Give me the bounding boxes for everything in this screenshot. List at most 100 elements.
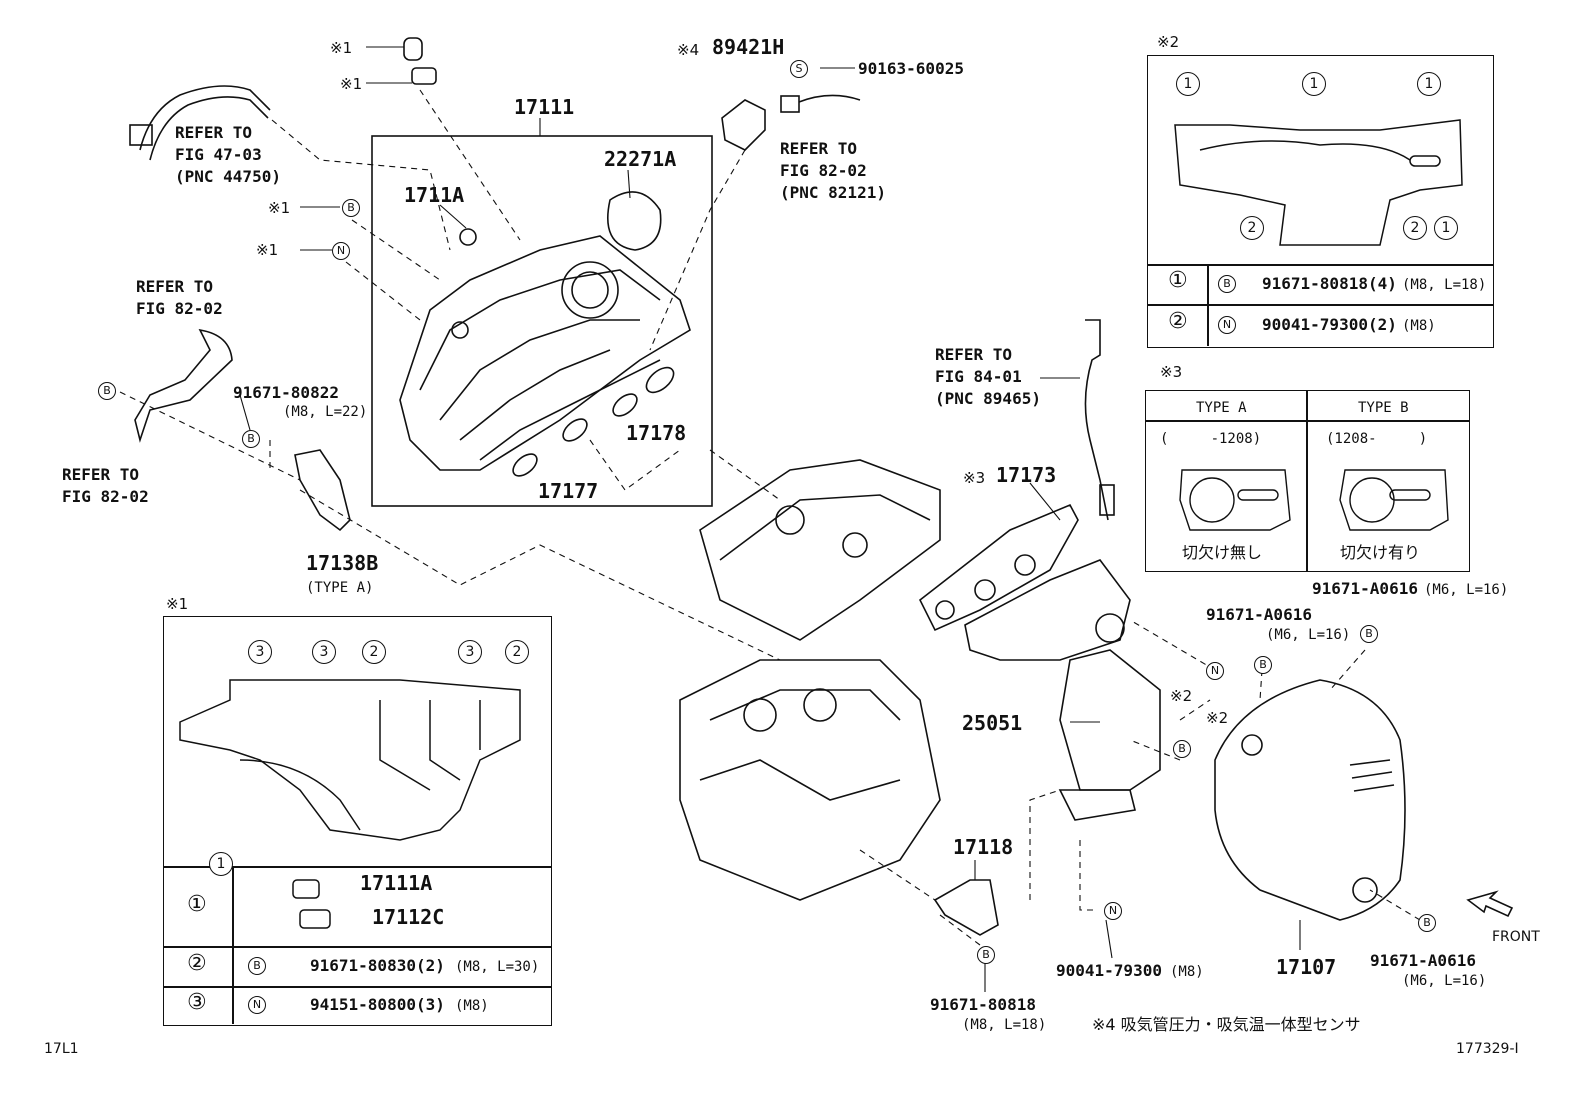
refer2-line1: REFER TO <box>780 139 858 158</box>
part-17173: 17173 <box>996 463 1057 487</box>
box1-row1-part-b: 17112C <box>372 905 445 929</box>
mark-x1-a: ※1 <box>330 39 353 57</box>
part-1711A: 1711A <box>404 183 465 207</box>
mark-x2-b: ※2 <box>1206 709 1229 727</box>
refer1-line2: FIG 47-03 <box>175 145 262 164</box>
box2-row1-spec: (M8, L=18) <box>1402 277 1487 293</box>
part-89421H: 89421H <box>712 35 785 59</box>
part-22271A: 22271A <box>604 147 677 171</box>
part-17178: 17178 <box>626 421 687 445</box>
box1-callout-3b: 3 <box>312 640 336 664</box>
box3-range-b: (1208- ) <box>1326 431 1428 447</box>
mark-x3: ※3 <box>963 469 986 487</box>
refer5-line2: FIG 84-01 <box>935 367 1022 386</box>
seal-1711A-drawing <box>459 228 477 246</box>
part-91671-80822-spec: (M8, L=22) <box>283 404 368 420</box>
part-91671-A0616-a-spec: (M6, L=16) <box>1424 582 1509 598</box>
box1-row2-num: ② <box>187 951 207 976</box>
box1-row3-part: 94151-80800(3) <box>310 995 445 1014</box>
refer5-line1: REFER TO <box>935 345 1013 364</box>
box3-note-b: 切欠け有り <box>1340 543 1421 562</box>
box2-row2-num: ② <box>1168 309 1188 334</box>
box1-row1-part-a: 17111A <box>360 871 433 895</box>
box1-row3-spec: (M8) <box>455 998 489 1014</box>
mark-n-exh: N <box>1206 662 1224 680</box>
box2-row1-part: 91671-80818(4) <box>1262 274 1397 293</box>
part-17138B-type: (TYPE A) <box>306 580 374 596</box>
mark-b-left: B <box>98 382 116 400</box>
gasket-22271A-drawing <box>606 191 662 251</box>
box1-callout-1: 1 <box>209 852 233 876</box>
refer4-line2: FIG 82-02 <box>62 487 149 506</box>
mark-b-a0616-a: B <box>1360 625 1378 643</box>
hose-drawing <box>139 85 271 151</box>
box2-callout-1b: 1 <box>1302 72 1326 96</box>
oxygen-sensor-drawing <box>1084 319 1109 521</box>
box3-range-a: ( -1208) <box>1160 431 1262 447</box>
part-17111: 17111 <box>514 95 575 119</box>
refer3-line2: FIG 82-02 <box>136 299 223 318</box>
box1-manifold-drawing <box>179 679 521 841</box>
refer3-line1: REFER TO <box>136 277 214 296</box>
mark-b-a0616-b: B <box>1254 656 1272 674</box>
part-17107: 17107 <box>1276 955 1337 979</box>
part-91671-80822: 91671-80822 <box>233 383 339 402</box>
box3-frame <box>1145 390 1470 572</box>
exhaust-manifold-drawing <box>964 559 1131 661</box>
box2-manifold-drawing <box>1174 119 1463 246</box>
mark-x2-a: ※2 <box>1170 687 1193 705</box>
box2-row2-mark: N <box>1218 316 1236 334</box>
box2-row2-part: 90041-79300(2) <box>1262 315 1397 334</box>
code-right: 177329-I <box>1456 1041 1519 1057</box>
refer2-line3: (PNC 82121) <box>780 183 886 202</box>
box3-col-b: TYPE B <box>1358 400 1409 416</box>
bracket-17138B-drawing <box>294 449 351 532</box>
mark-b-c: B <box>342 199 360 217</box>
refer1-line1: REFER TO <box>175 123 253 142</box>
part-91671-80818: 91671-80818 <box>930 995 1036 1014</box>
part-91671-A0616-b-spec: (M6, L=16) <box>1266 627 1351 643</box>
box2-callout-1d: 1 <box>1434 216 1458 240</box>
mark-n-90041: N <box>1104 902 1122 920</box>
box2-callout-1c: 1 <box>1417 72 1441 96</box>
box1-callout-2b: 2 <box>505 640 529 664</box>
box1-row3-num: ③ <box>187 990 207 1015</box>
bracket-17118-drawing <box>933 879 999 936</box>
mark-x1-b: ※1 <box>340 75 363 93</box>
box3-note-a: 切欠け無し <box>1182 543 1263 562</box>
code-left: 17L1 <box>44 1041 79 1057</box>
box2-callout-2b: 2 <box>1403 216 1427 240</box>
gasket-type-a-drawing <box>1179 469 1291 531</box>
box1-row2-mark: B <box>248 957 266 975</box>
mark-x4: ※4 <box>677 41 700 59</box>
box2-row1-mark: B <box>1218 275 1236 293</box>
mark-s: S <box>790 60 808 78</box>
front-arrow-icon <box>1466 890 1514 918</box>
mark-b-bracket: B <box>242 430 260 448</box>
part-17118: 17118 <box>953 835 1014 859</box>
cylinder-block-drawing <box>679 659 941 901</box>
mark-x1-d: ※1 <box>256 241 279 259</box>
part-90163-60025: 90163-60025 <box>858 59 964 78</box>
box2-title: ※2 <box>1157 33 1180 51</box>
mark-x1-c: ※1 <box>268 199 291 217</box>
part-25051: 25051 <box>962 711 1023 735</box>
box1-title: ※1 <box>166 595 189 613</box>
box3-title: ※3 <box>1160 363 1183 381</box>
mark-b-a0616-c: B <box>1418 914 1436 932</box>
intake-manifold-frame <box>371 135 713 507</box>
mark-b-17118: B <box>977 946 995 964</box>
part-90041-79300-spec: (M8) <box>1170 964 1204 980</box>
sensor-89421H-drawing <box>721 99 766 151</box>
box2-frame <box>1147 55 1494 348</box>
box2-row1-num: ① <box>1168 268 1188 293</box>
footnote-x4: ※4 吸気管圧力・吸気温一体型センサ <box>1092 1015 1361 1034</box>
box2-callout-1a: 1 <box>1176 72 1200 96</box>
box1-callout-3c: 3 <box>458 640 482 664</box>
box3-col-a: TYPE A <box>1196 400 1247 416</box>
part-91671-A0616-b: 91671-A0616 <box>1206 605 1312 624</box>
box2-callout-2a: 2 <box>1240 216 1264 240</box>
part-90041-79300: 90041-79300 <box>1056 961 1162 980</box>
front-label: FRONT <box>1492 929 1540 945</box>
box2-row2-spec: (M8) <box>1402 318 1436 334</box>
